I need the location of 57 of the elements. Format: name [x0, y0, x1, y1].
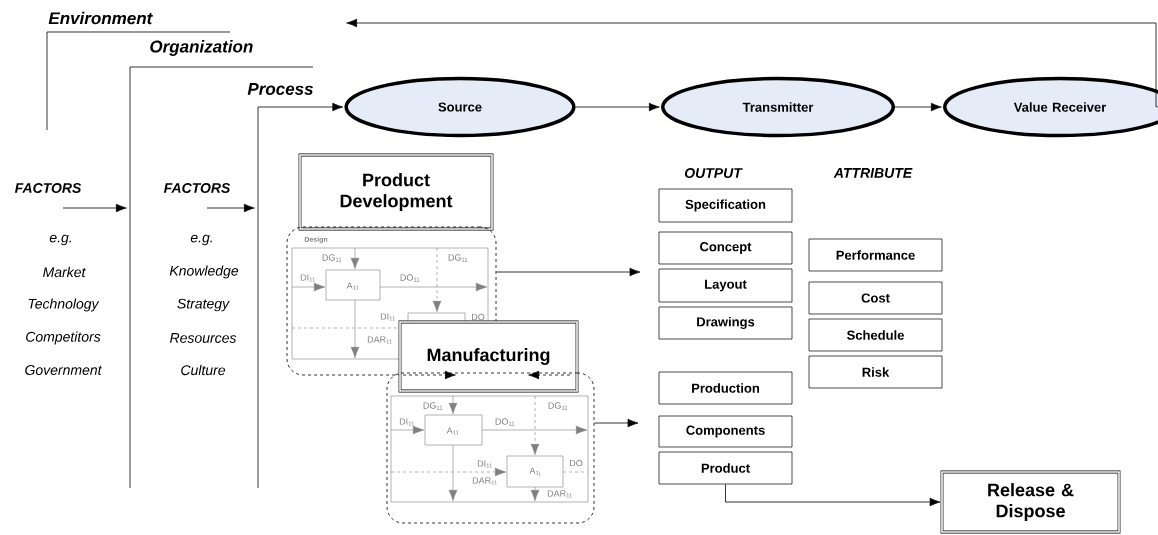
- item-box: Performance: [808, 238, 943, 272]
- item-box: Risk: [808, 355, 943, 389]
- stage-box: Product Development: [298, 153, 494, 231]
- section-heading: Environment: [48, 11, 153, 25]
- list-item: Resources: [169, 333, 237, 343]
- diagram-label: DI$_{11}$: [300, 274, 316, 282]
- diagram-label: DI$_{11}$: [380, 313, 396, 321]
- arrow: [894, 102, 942, 112]
- list-item: Knowledge: [169, 265, 239, 279]
- list-item: Culture: [181, 364, 226, 376]
- item-box: Product: [658, 451, 793, 485]
- arrow: [594, 418, 639, 428]
- diagram-label: DG$_{11}$: [548, 402, 568, 410]
- item-box: Components: [658, 415, 793, 448]
- list-item: Market: [43, 266, 86, 278]
- list-item: e.g.: [49, 234, 71, 246]
- list-item: Government: [25, 365, 102, 375]
- diagram-label: DO$_{11}$: [495, 418, 515, 426]
- arrow: [346, 18, 1158, 108]
- column-heading: OUTPUT: [684, 168, 743, 178]
- list-item: Competitors: [26, 331, 101, 345]
- section-heading: Process: [247, 83, 313, 95]
- diagram-label: DI$_{11}$: [399, 418, 415, 426]
- item-box: Layout: [658, 268, 793, 303]
- diagram-label: A$_{1j}$: [529, 467, 540, 477]
- item-box: Concept: [658, 231, 793, 265]
- dashed-region: [386, 372, 595, 524]
- arrow: [575, 102, 660, 112]
- arrow: [725, 483, 941, 507]
- diagram-label: DG$_{11}$: [448, 254, 468, 262]
- item-box: Schedule: [808, 318, 943, 352]
- diagram-label: DG$_{11}$: [423, 402, 443, 410]
- column-heading: ATTRIBUTE: [833, 168, 913, 178]
- stage-box: Release & Dispose: [940, 470, 1121, 534]
- diagram-label: DG$_{11}$: [322, 254, 342, 262]
- diagram-label: DI$_{11}$: [477, 460, 493, 468]
- list-item: Technology: [28, 298, 100, 312]
- diagram-label: DO: [472, 313, 485, 321]
- diagram-label: DO$_{11}$: [400, 274, 420, 282]
- diagram-label: DAR$_{11}$: [367, 336, 393, 344]
- item-box: Drawings: [658, 306, 793, 340]
- item-box: Cost: [808, 281, 943, 315]
- diagram-label: DAR$_{11}$: [547, 490, 573, 498]
- list-item: e.g.: [190, 234, 212, 246]
- diagram-label: A$_{11}$: [446, 427, 459, 435]
- diagram-label: DO: [570, 459, 583, 467]
- column-heading: FACTORS: [14, 183, 82, 193]
- column-heading: FACTORS: [163, 183, 231, 193]
- arrow: [257, 102, 344, 489]
- arrow: [496, 267, 641, 277]
- diagram-label: DAR$_{11}$: [472, 477, 498, 485]
- section-heading: Organization: [150, 40, 253, 56]
- list-item: Strategy: [177, 298, 230, 312]
- item-box: Specification: [658, 188, 793, 223]
- item-box: Production: [658, 371, 793, 405]
- stage-box: Manufacturing: [398, 320, 579, 393]
- diagram-label: A$_{11}$: [346, 282, 359, 290]
